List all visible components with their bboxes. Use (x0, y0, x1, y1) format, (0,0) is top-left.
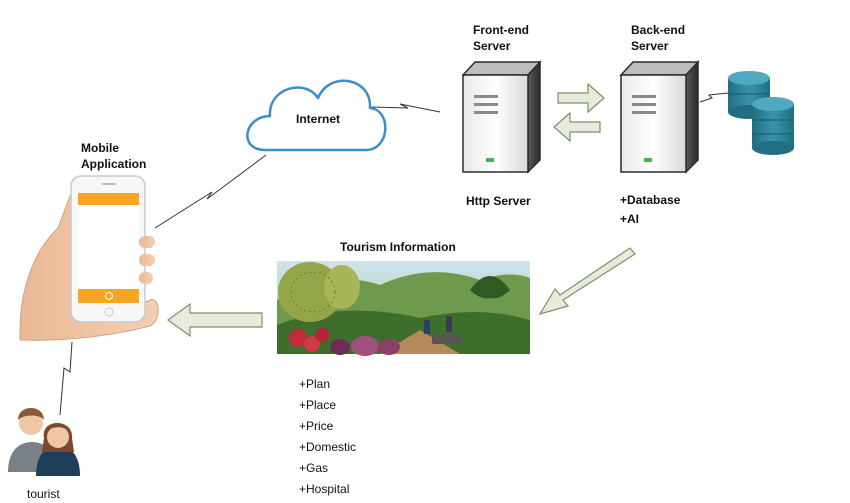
internet-label: Internet (296, 112, 341, 126)
arrow-left-icon (166, 302, 263, 338)
backend-label-line1: Back-end (631, 23, 686, 37)
http-server-label: Http Server (466, 194, 531, 208)
users-icon (8, 408, 80, 476)
smartphone-icon (70, 175, 146, 323)
server-icon (461, 60, 542, 174)
mobile-label-line1: Mobile (81, 141, 119, 155)
tourist-label: tourist (27, 487, 60, 501)
list-item: +Price (299, 419, 334, 433)
server-icon (619, 60, 700, 174)
arrow-right-icon (557, 82, 605, 114)
phone-tourist-link (59, 341, 73, 416)
cloud-icon (246, 79, 387, 152)
arrow-left-icon (553, 111, 601, 143)
database-label: +Database (620, 193, 681, 207)
finger-icon (139, 236, 155, 284)
internet-frontend-link (371, 103, 441, 113)
backend-label-line2: Server (631, 39, 669, 53)
list-item: +Domestic (299, 440, 357, 454)
ai-label: +AI (620, 212, 640, 226)
phone-internet-link (154, 154, 267, 229)
frontend-label-line2: Server (473, 39, 511, 53)
arrow-down-left-icon (538, 247, 636, 315)
connection-lines (59, 92, 729, 416)
list-item: +Place (299, 398, 337, 412)
list-item: +Gas (299, 461, 329, 475)
list-item: +Plan (299, 377, 331, 391)
database-icon (752, 97, 794, 155)
tourism-info-list: +Plan +Place +Price +Domestic +Gas +Hosp… (299, 374, 356, 500)
list-item: +Hospital (299, 482, 350, 496)
frontend-label-line1: Front-end (473, 23, 529, 37)
landscape-photo (277, 261, 530, 356)
mobile-label-line2: Application (81, 157, 147, 171)
tourism-info-label: Tourism Information (340, 240, 456, 254)
backend-database-link (699, 92, 729, 103)
